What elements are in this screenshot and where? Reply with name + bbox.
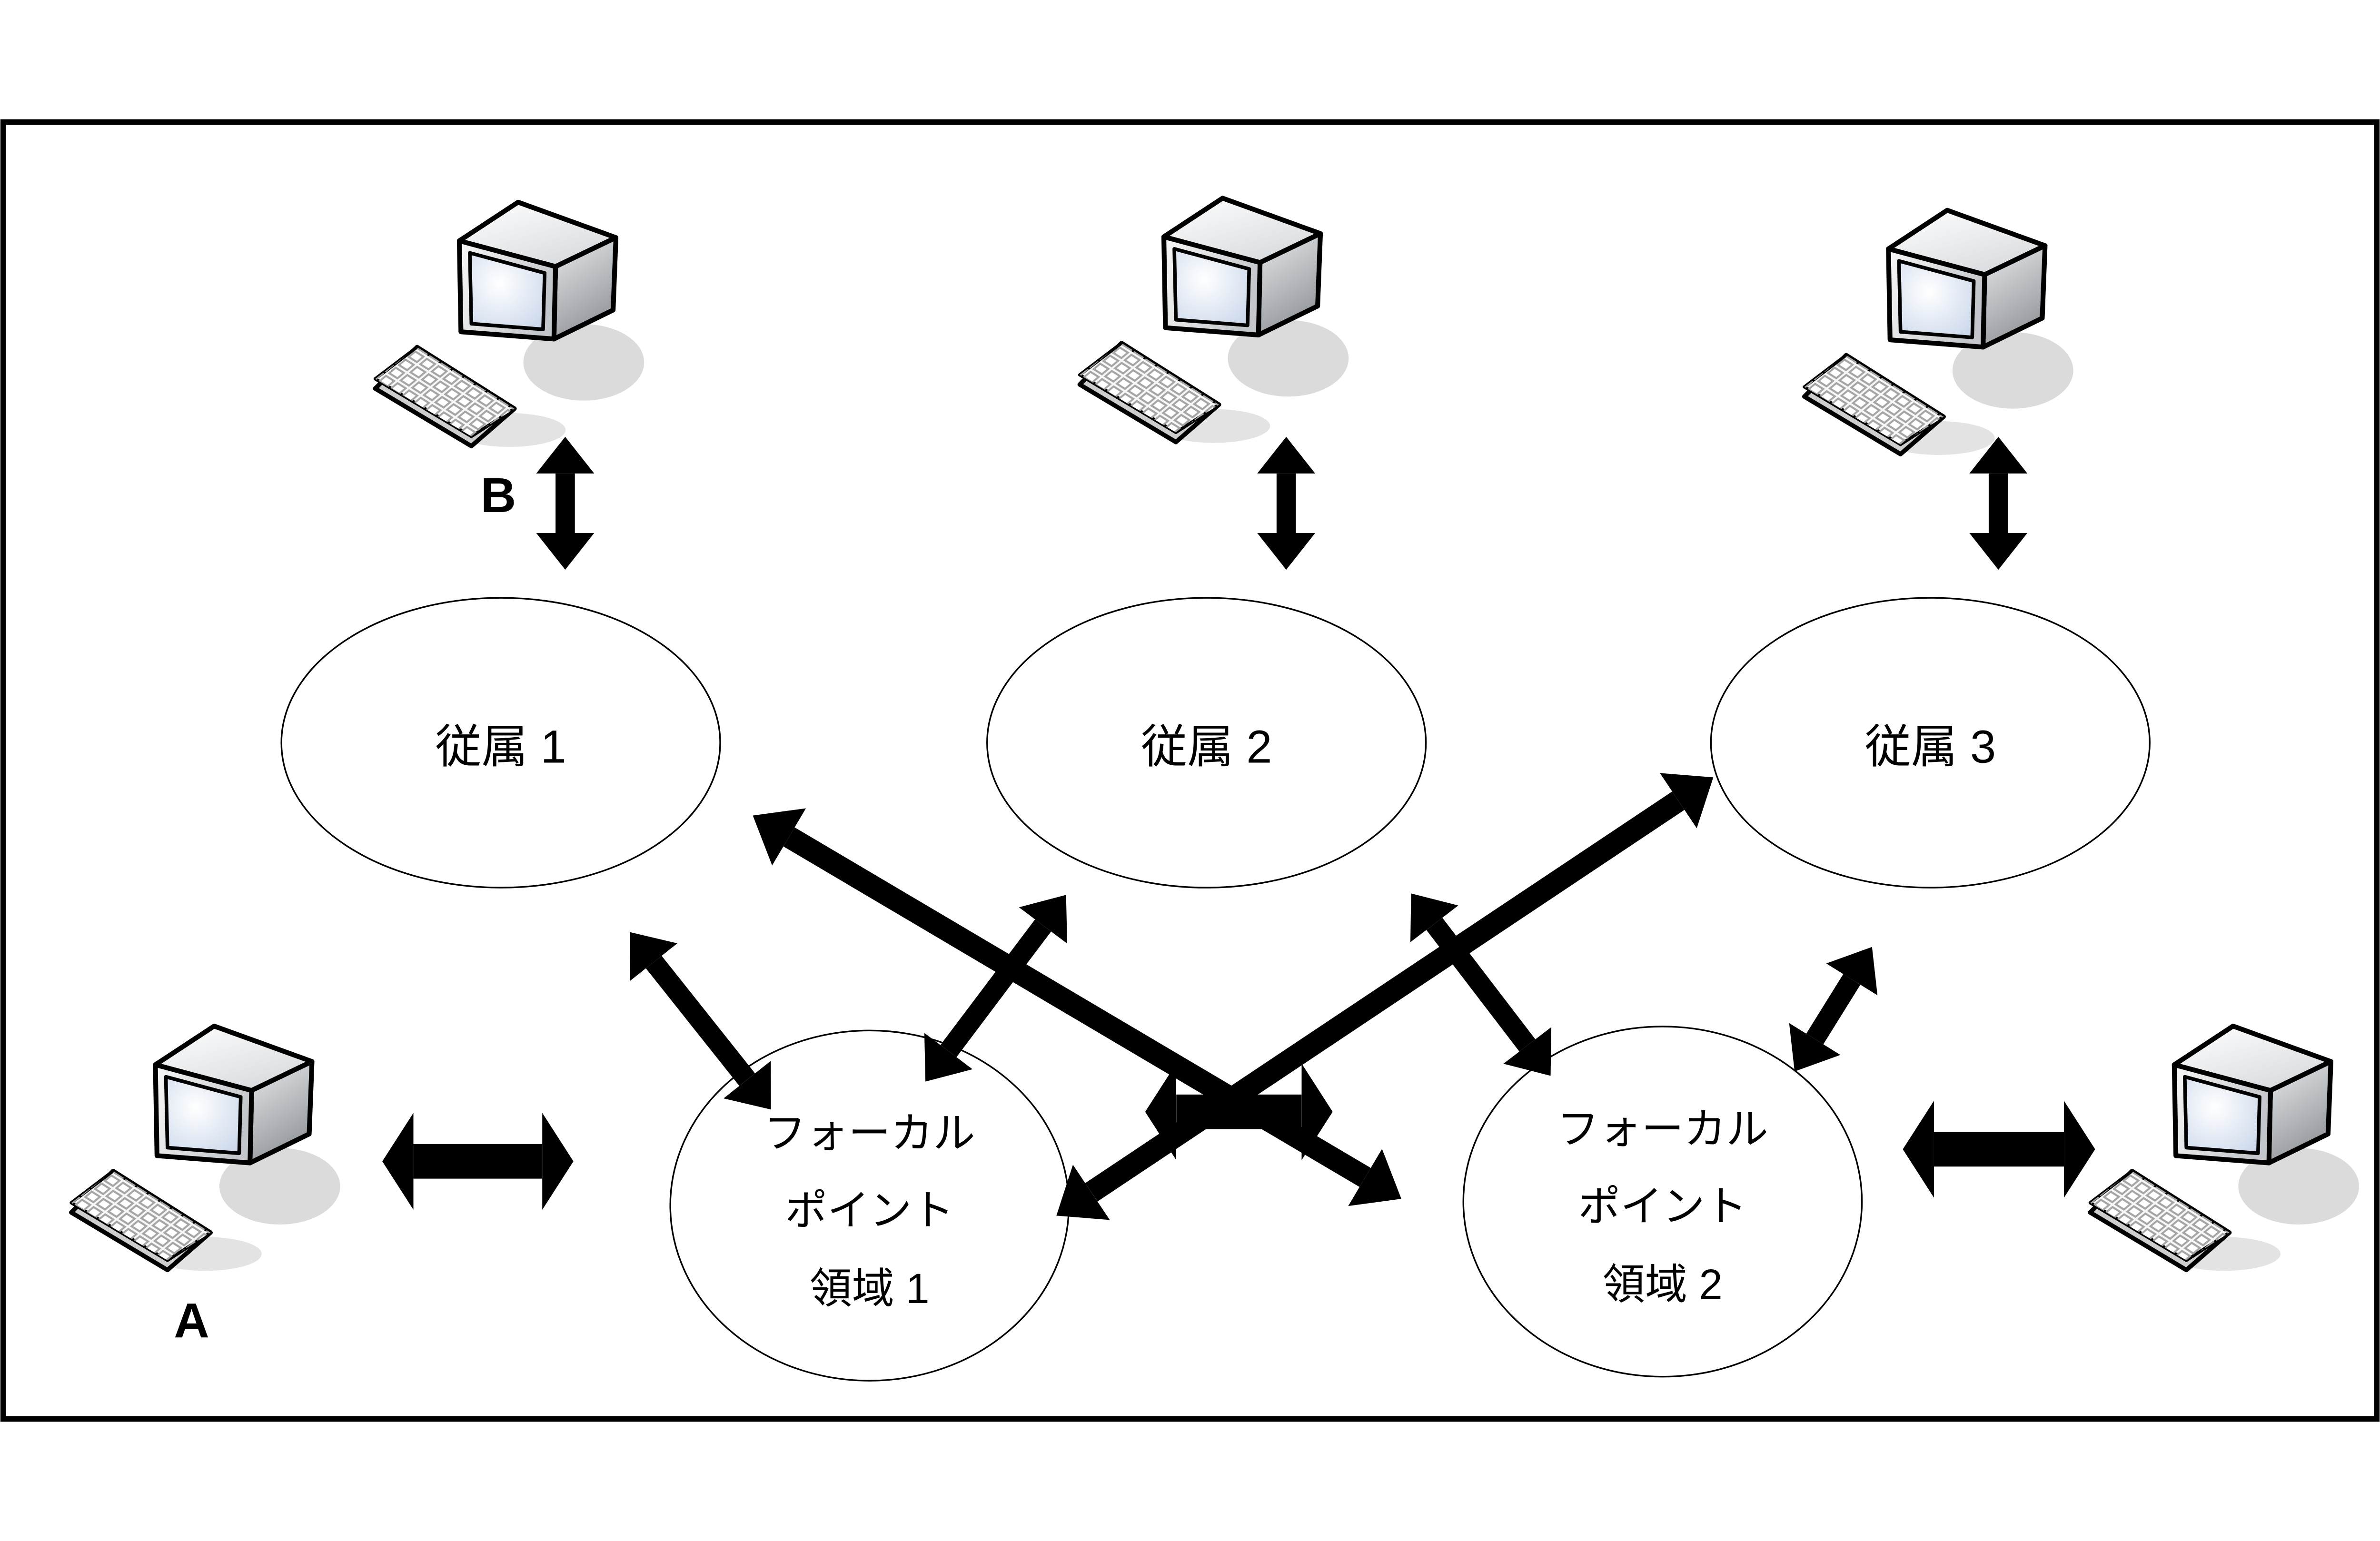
diagram-border [0, 119, 2380, 1422]
node-subordinate-3-label: 従属 3 [1865, 721, 1996, 773]
node-subordinate-2-label: 従属 2 [1141, 721, 1272, 773]
arrows [382, 436, 2095, 1220]
focal-2-line-1: フォーカル [1557, 1106, 1768, 1153]
focal-1-line-2: ポイント [785, 1187, 954, 1234]
focal-1-line-3: 領域 1 [810, 1265, 930, 1312]
arrow-focal-1-subordinate-3 [1056, 773, 1714, 1220]
focal-2-line-2: ポイント [1578, 1183, 1747, 1230]
node-subordinate-3 [1710, 597, 2151, 889]
focal-2-line-3: 領域 2 [1603, 1261, 1723, 1308]
focal-1-line-1: フォーカル [764, 1110, 975, 1157]
computer-top-left-label: B [481, 468, 516, 523]
node-subordinate-1-label: 従属 1 [435, 721, 566, 773]
computer-bottom-left-label: A [174, 1293, 209, 1348]
computers: B A [71, 198, 2359, 1348]
arrow-subordinate-3-focal-2 [1789, 947, 1878, 1072]
arrow-subordinate-1-focal-1 [630, 932, 771, 1110]
node-subordinate-1 [280, 597, 721, 889]
